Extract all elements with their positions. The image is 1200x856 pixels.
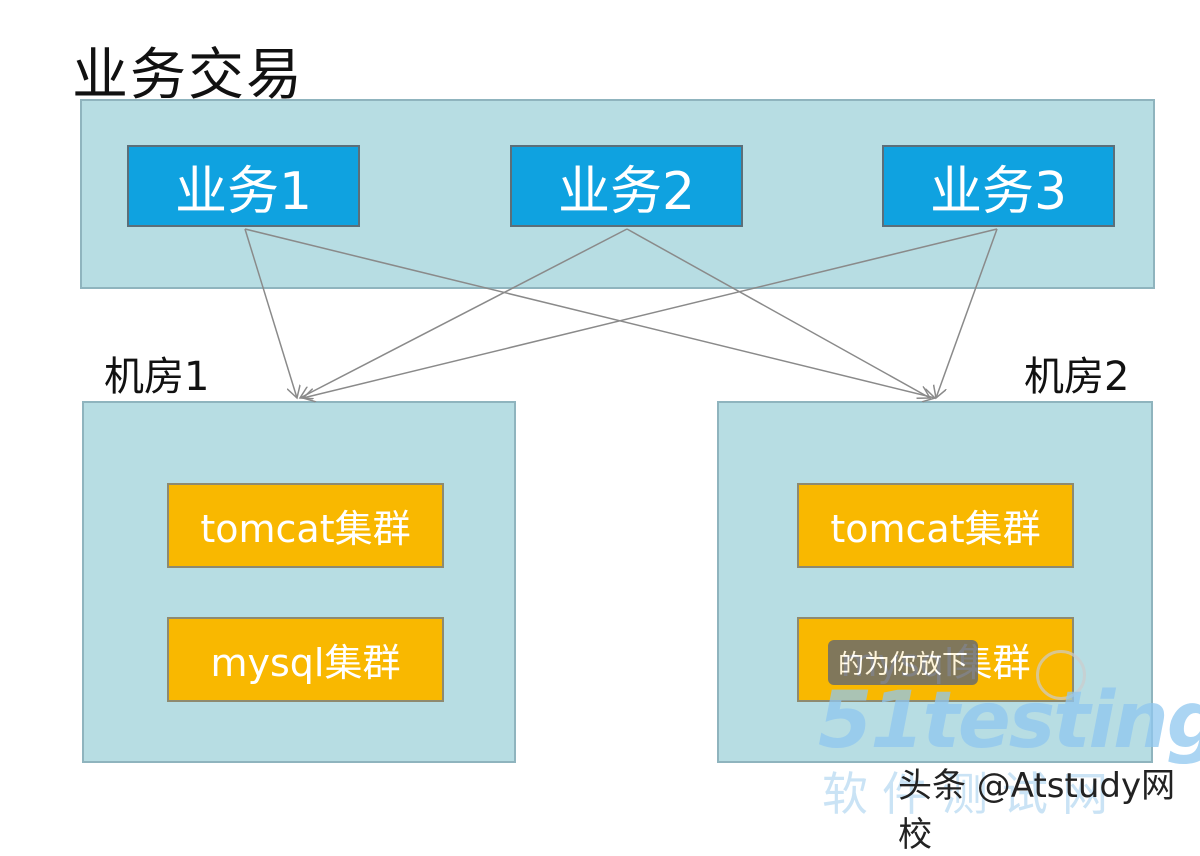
room-1-label: 机房1	[104, 354, 210, 400]
watermark-tag: 的为你放下	[828, 640, 979, 685]
room-2-panel	[717, 401, 1153, 763]
watermark-logo: 51testing	[818, 676, 1200, 766]
business-box-2: 业务2	[510, 145, 743, 227]
room-2-tomcat-cluster: tomcat集群	[797, 483, 1074, 568]
source-credit: 头条 @Atstudy网校	[898, 766, 1176, 855]
diagram-title: 业务交易	[72, 43, 304, 108]
room-1-mysql-cluster: mysql集群	[167, 617, 444, 702]
room-1-tomcat-cluster: tomcat集群	[167, 483, 444, 568]
room-1-panel	[82, 401, 516, 763]
watermark-circle-icon	[1036, 650, 1086, 700]
business-box-1: 业务1	[127, 145, 360, 227]
business-box-3: 业务3	[882, 145, 1115, 227]
watermark-subtitle: 软件测试网	[822, 767, 1122, 821]
room-2-label: 机房2	[1024, 354, 1130, 400]
